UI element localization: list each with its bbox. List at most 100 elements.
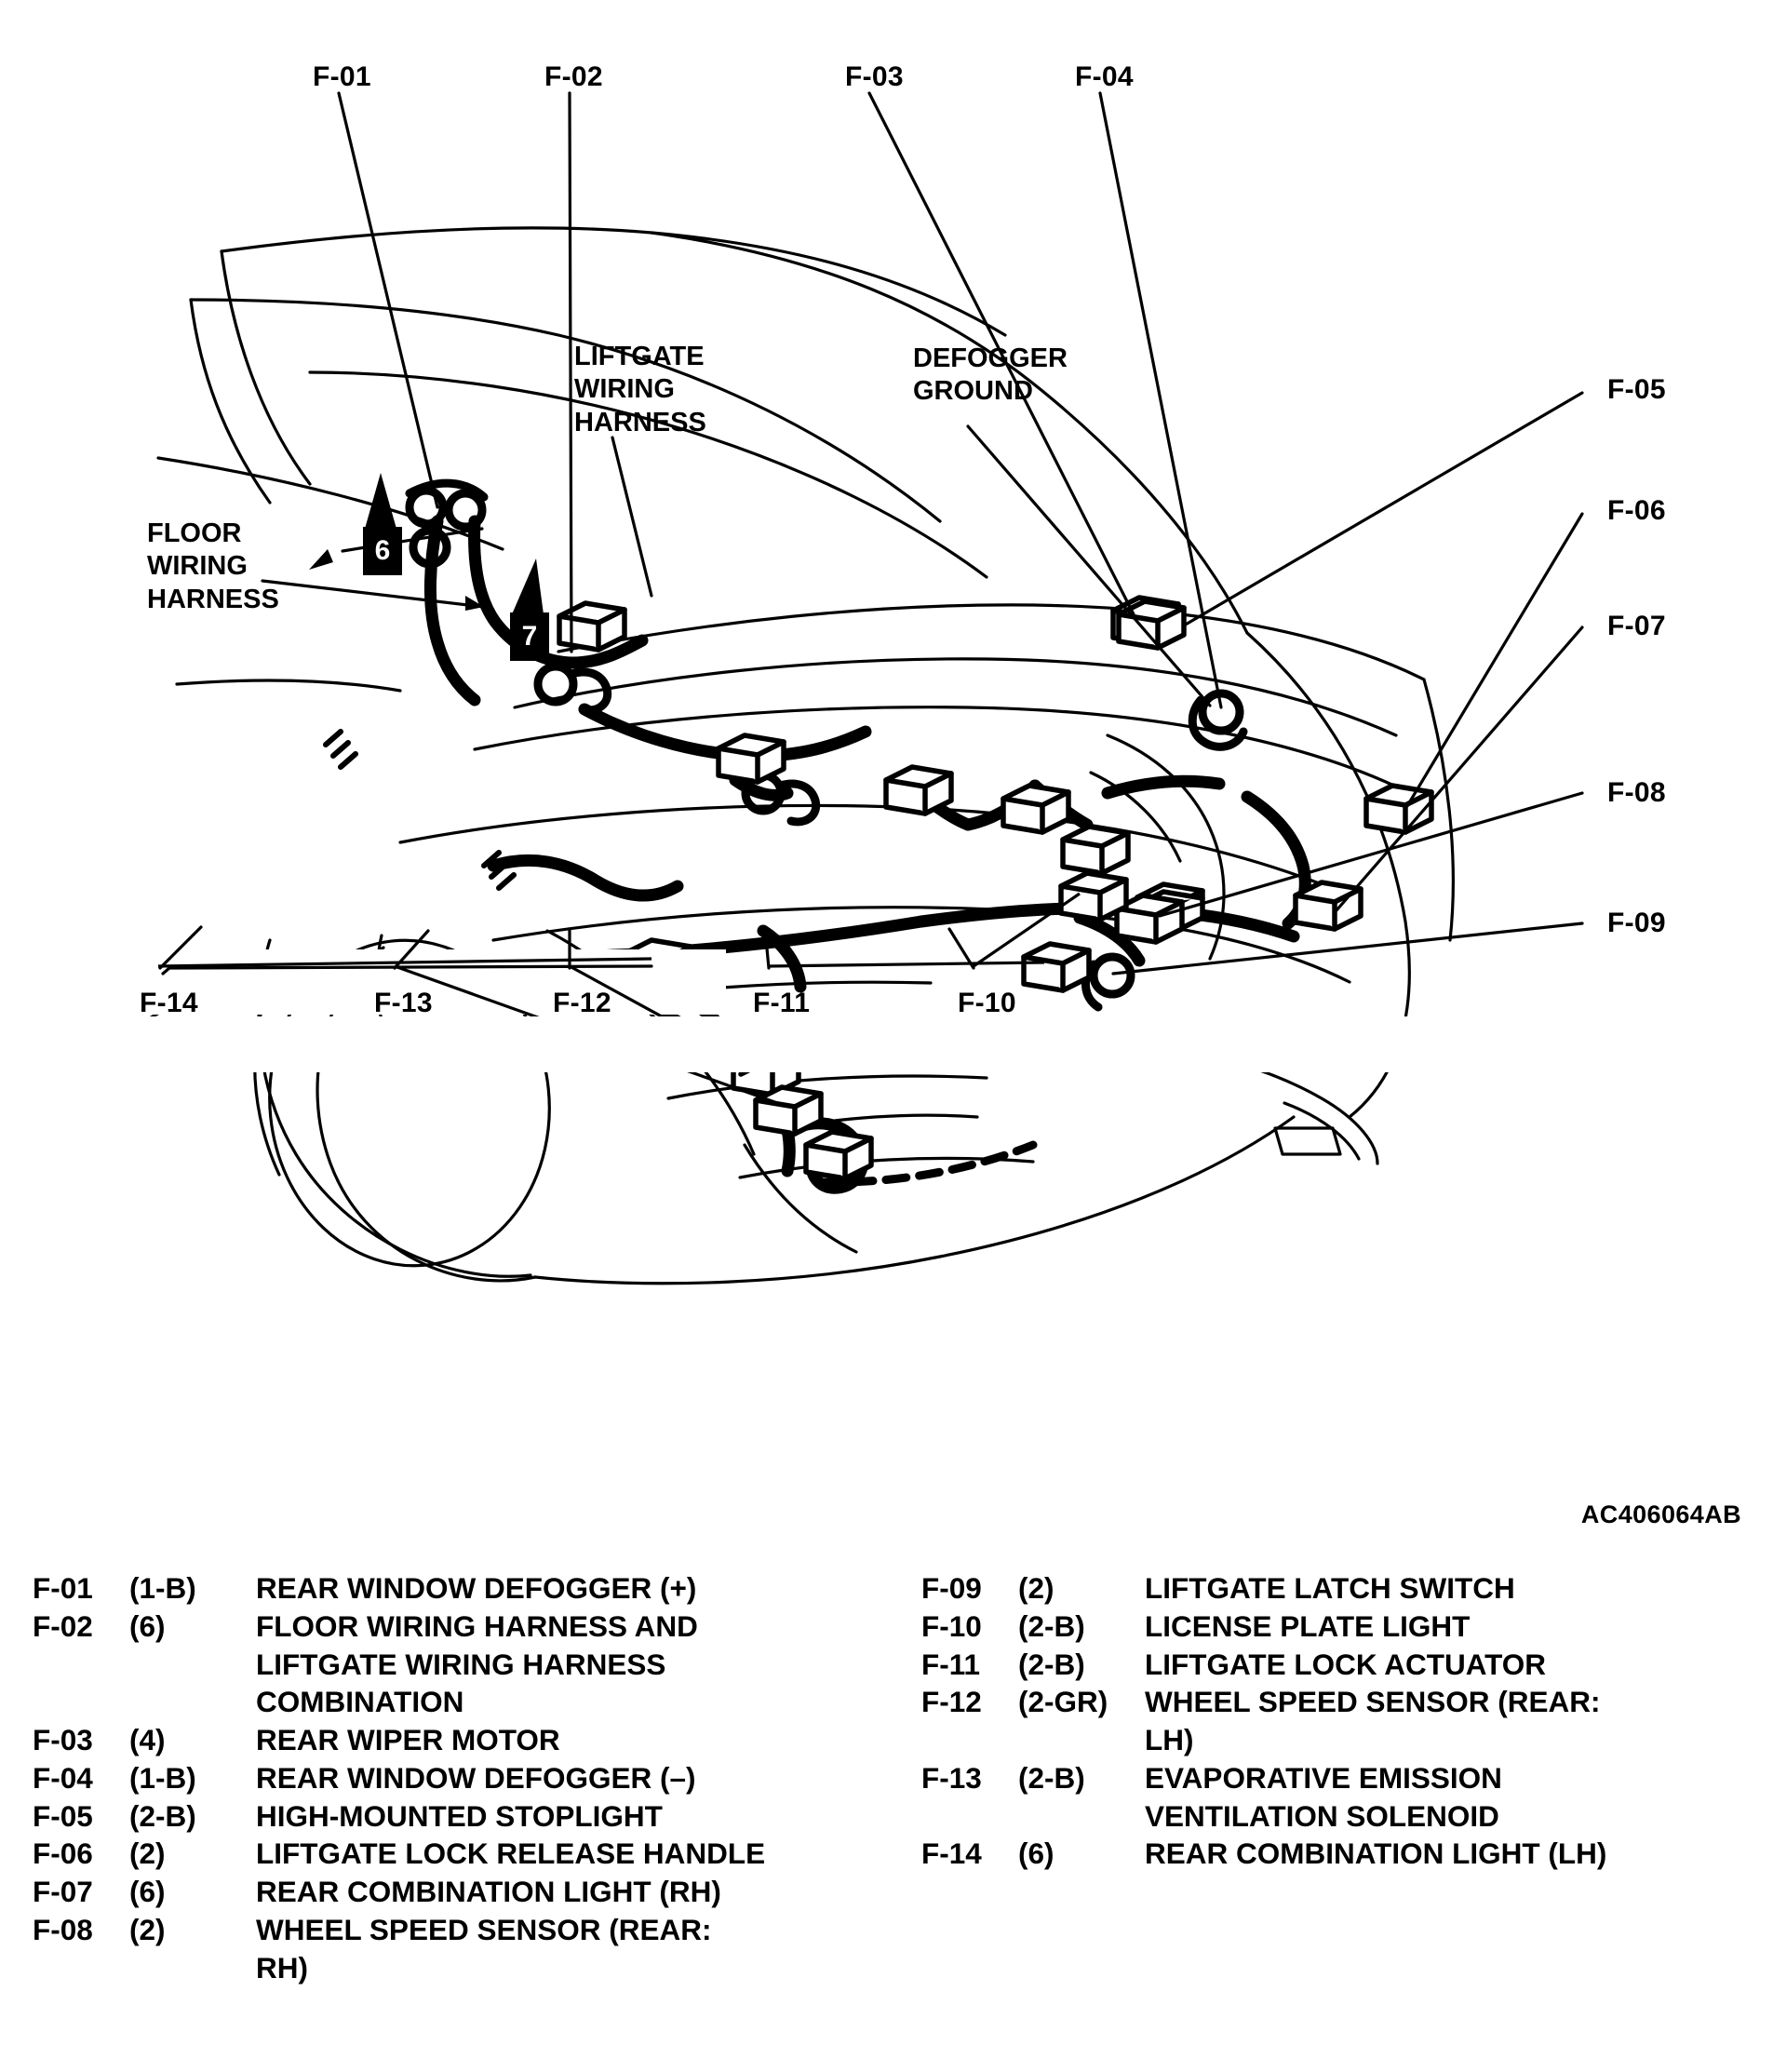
connector-f01 — [557, 600, 627, 653]
legend-row: F-03 (4) REAR WIPER MOTOR — [33, 1721, 889, 1759]
legend-connector-pins: (2) — [1018, 1571, 1054, 1605]
legend-connector-id: F-06 — [33, 1837, 93, 1871]
legend-connector-pins: (2-GR) — [1018, 1685, 1108, 1719]
connector-f02 — [716, 733, 786, 785]
legend-connector-pins: (2) — [129, 1913, 166, 1947]
callout-f09: F-09 — [1607, 908, 1666, 938]
legend-row: F-06 (2) LIFTGATE LOCK RELEASE HANDLE — [33, 1835, 889, 1873]
legend-connector-desc: REAR COMBINATION LIGHT (LH) — [1145, 1837, 1607, 1871]
flag-7-pointer — [512, 558, 544, 614]
connector-bumper-a — [753, 1084, 824, 1137]
callout-f14: F-14 — [140, 988, 198, 1018]
legend-row: F-09 (2) LIFTGATE LATCH SWITCH — [921, 1569, 1759, 1608]
vehicle-line-drawing — [0, 91, 1773, 1285]
legend-row: F-08 (2) WHEEL SPEED SENSOR (REAR: RH) — [33, 1911, 889, 1987]
callout-f04: F-04 — [1075, 61, 1134, 92]
body-outline-group — [138, 226, 1455, 1285]
legend-connector-desc: REAR WIPER MOTOR — [256, 1723, 560, 1757]
legend-connector-desc: REAR COMBINATION LIGHT (RH) — [256, 1875, 721, 1909]
legend-connector-pins: (4) — [129, 1723, 166, 1757]
connector-centre-b — [1001, 783, 1071, 835]
legend-row: F-14 (6) REAR COMBINATION LIGHT (LH) — [921, 1835, 1759, 1873]
label-liftgate-wiring-harness: LIFTGATE WIRING HARNESS — [574, 342, 706, 437]
legend-connector-id: F-05 — [33, 1798, 93, 1833]
flag-6-box: 6 — [363, 527, 402, 575]
legend-row: F-12 (2-GR) WHEEL SPEED SENSOR (REAR: LH… — [921, 1683, 1759, 1759]
legend-connector-desc: HIGH-MOUNTED STOPLIGHT — [256, 1798, 663, 1833]
callout-f06: F-06 — [1607, 495, 1666, 526]
connector-f10 — [1058, 870, 1129, 922]
reference-flag-7: 7 — [499, 558, 560, 663]
connector-legend: F-01 (1-B) REAR WINDOW DEFOGGER (+) F-02… — [0, 1569, 1773, 2053]
legend-connector-id: F-12 — [921, 1685, 982, 1719]
legend-connector-pins: (1-B) — [129, 1760, 196, 1795]
callout-f13: F-13 — [374, 988, 433, 1018]
legend-row: F-04 (1-B) REAR WINDOW DEFOGGER (–) — [33, 1759, 889, 1797]
reference-flag-6: 6 — [352, 473, 413, 577]
legend-connector-pins: (1-B) — [129, 1571, 196, 1605]
connector-f11 — [1021, 941, 1092, 993]
legend-connector-pins: (2-B) — [1018, 1760, 1085, 1795]
legend-connector-id: F-01 — [33, 1571, 93, 1605]
connector-f07 — [1293, 880, 1363, 932]
legend-connector-id: F-11 — [921, 1647, 981, 1681]
connector-bumper-b — [803, 1129, 874, 1181]
connector-decklid-a — [1114, 893, 1185, 945]
callout-f07: F-07 — [1607, 611, 1666, 641]
cut-end-marks — [323, 729, 517, 891]
legend-row: F-13 (2-B) EVAPORATIVE EMISSION VENTILAT… — [921, 1759, 1759, 1836]
legend-row: F-07 (6) REAR COMBINATION LIGHT (RH) — [33, 1873, 889, 1911]
callout-f08: F-08 — [1607, 777, 1666, 808]
legend-connector-pins: (2-B) — [1018, 1647, 1085, 1681]
connector-centre-c — [1060, 824, 1131, 876]
label-defogger-ground: DEFOGGER GROUND — [913, 343, 1068, 407]
callout-f02: F-02 — [544, 61, 603, 92]
legend-column-left: F-01 (1-B) REAR WINDOW DEFOGGER (+) F-02… — [33, 1569, 889, 1987]
legend-connector-id: F-03 — [33, 1723, 93, 1757]
legend-column-right: F-09 (2) LIFTGATE LATCH SWITCH F-10 (2-B… — [921, 1569, 1759, 1873]
legend-connector-pins: (6) — [1018, 1837, 1054, 1871]
legend-connector-pins: (6) — [129, 1608, 166, 1643]
bottom-leader-overlay — [158, 925, 975, 970]
legend-row: F-01 (1-B) REAR WINDOW DEFOGGER (+) — [33, 1569, 889, 1608]
callout-f11: F-11 — [753, 988, 811, 1018]
legend-connector-desc: WHEEL SPEED SENSOR (REAR: LH) — [1145, 1685, 1601, 1757]
legend-row: F-11 (2-B) LIFTGATE LOCK ACTUATOR — [921, 1646, 1759, 1684]
legend-row: F-02 (6) FLOOR WIRING HARNESS AND LIFTGA… — [33, 1608, 889, 1721]
callout-f05: F-05 — [1607, 374, 1666, 405]
scratch-cleanup — [0, 1016, 1773, 1072]
legend-connector-desc: WHEEL SPEED SENSOR (REAR: RH) — [256, 1913, 712, 1985]
legend-connector-id: F-02 — [33, 1608, 93, 1643]
wiring-harness-diagram: F-01 F-02 F-03 F-04 F-05 F-06 F-07 F-08 … — [0, 61, 1773, 1285]
legend-connector-desc: FLOOR WIRING HARNESS AND LIFTGATE WIRING… — [256, 1608, 698, 1719]
legend-connector-pins: (2-B) — [1018, 1608, 1085, 1643]
legend-connector-id: F-09 — [921, 1571, 982, 1605]
flag-7-box: 7 — [510, 612, 549, 661]
legend-connector-pins: (6) — [129, 1875, 166, 1909]
legend-connector-id: F-14 — [921, 1837, 982, 1871]
legend-connector-desc: LIFTGATE LATCH SWITCH — [1145, 1571, 1515, 1605]
legend-connector-id: F-07 — [33, 1875, 93, 1909]
legend-connector-pins: (2) — [129, 1837, 166, 1871]
flag-6-pointer — [365, 473, 396, 529]
legend-connector-pins: (2-B) — [129, 1798, 196, 1833]
callout-f01: F-01 — [313, 61, 371, 92]
legend-connector-desc: REAR WINDOW DEFOGGER (–) — [256, 1760, 696, 1795]
legend-row: F-10 (2-B) LICENSE PLATE LIGHT — [921, 1608, 1759, 1646]
legend-connector-desc: LIFTGATE LOCK RELEASE HANDLE — [256, 1837, 766, 1871]
drawing-reference-code: AC406064AB — [1580, 1500, 1741, 1528]
legend-connector-desc: REAR WINDOW DEFOGGER (+) — [256, 1571, 697, 1605]
legend-row: F-05 (2-B) HIGH-MOUNTED STOPLIGHT — [33, 1797, 889, 1836]
connector-centre-a — [883, 764, 954, 816]
callout-f10: F-10 — [958, 988, 1016, 1018]
callout-f03: F-03 — [845, 61, 904, 92]
legend-connector-desc: LICENSE PLATE LIGHT — [1145, 1608, 1471, 1643]
label-floor-wiring-harness: FLOOR WIRING HARNESS — [147, 518, 279, 614]
callout-f12: F-12 — [553, 988, 611, 1018]
legend-connector-desc: EVAPORATIVE EMISSION VENTILATION SOLENOI… — [1145, 1760, 1502, 1833]
legend-connector-desc: LIFTGATE LOCK ACTUATOR — [1145, 1647, 1547, 1681]
legend-connector-id: F-10 — [921, 1608, 982, 1643]
legend-connector-id: F-08 — [33, 1913, 93, 1947]
legend-connector-id: F-04 — [33, 1760, 93, 1795]
